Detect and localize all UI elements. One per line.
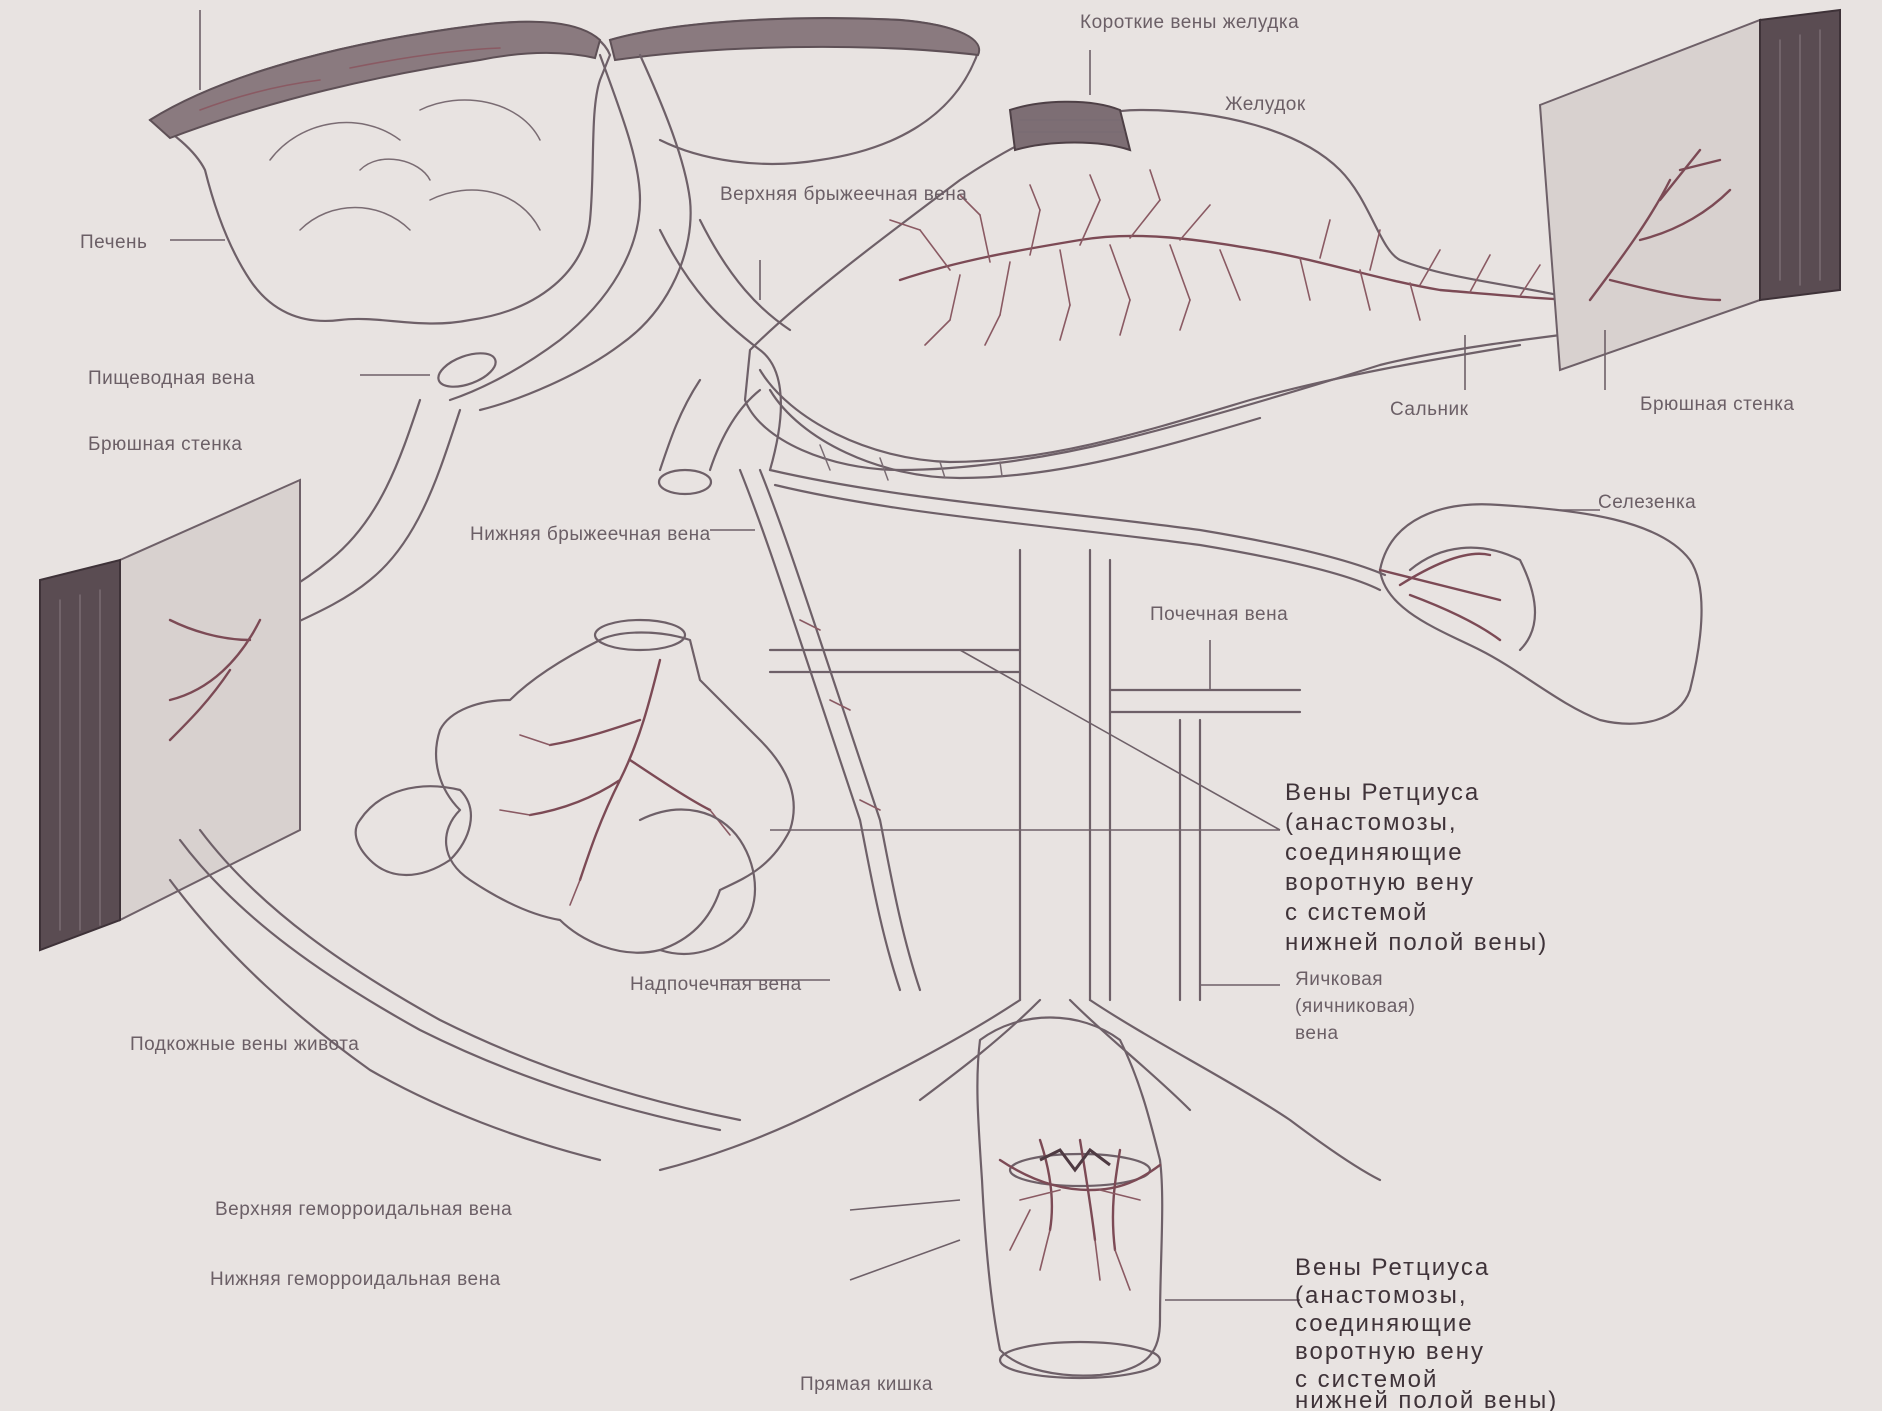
svg-text:(анастомозы,: (анастомозы, bbox=[1285, 809, 1458, 836]
label-abdominal-wall-left: Брюшная стенка bbox=[88, 434, 243, 455]
svg-text:Вены Ретциуса: Вены Ретциуса bbox=[1295, 1254, 1490, 1281]
svg-text:соединяющие: соединяющие bbox=[1285, 839, 1464, 866]
label-omentum: Сальник bbox=[1390, 399, 1469, 420]
svg-text:(яичниковая): (яичниковая) bbox=[1295, 996, 1415, 1017]
label-liver: Печень bbox=[80, 232, 147, 253]
svg-text:вена: вена bbox=[1295, 1023, 1339, 1044]
svg-text:воротную вену: воротную вену bbox=[1285, 869, 1475, 896]
label-short-gastric-veins: Короткие вены желудка bbox=[1080, 12, 1299, 33]
svg-text:Вены Ретциуса: Вены Ретциуса bbox=[1285, 779, 1480, 806]
svg-text:воротную вену: воротную вену bbox=[1295, 1338, 1485, 1365]
svg-text:Яичковая: Яичковая bbox=[1295, 969, 1383, 990]
label-spleen: Селезенка bbox=[1598, 492, 1696, 513]
label-renal-vein: Почечная вена bbox=[1150, 604, 1288, 625]
label-stomach: Желудок bbox=[1225, 94, 1306, 115]
label-abdominal-wall-right: Брюшная стенка bbox=[1640, 394, 1795, 415]
svg-text:с системой: с системой bbox=[1285, 899, 1428, 926]
label-inferior-mesenteric-vein: Нижняя брыжеечная вена bbox=[470, 524, 711, 545]
svg-text:соединяющие: соединяющие bbox=[1295, 1310, 1474, 1337]
svg-text:нижней полой вены): нижней полой вены) bbox=[1285, 929, 1548, 956]
label-esophageal-vein: Пищеводная вена bbox=[88, 368, 255, 389]
label-superior-hemorrhoidal-vein: Верхняя геморроидальная вена bbox=[215, 1199, 512, 1220]
label-inferior-hemorrhoidal-vein: Нижняя геморроидальная вена bbox=[210, 1269, 501, 1290]
label-adrenal-vein: Надпочечная вена bbox=[630, 974, 802, 995]
svg-text:(анастомозы,: (анастомозы, bbox=[1295, 1282, 1468, 1309]
svg-text:нижней полой вены): нижней полой вены) bbox=[1295, 1387, 1558, 1411]
label-paraumbilical-veins: Подкожные вены живота bbox=[130, 1034, 359, 1055]
label-superior-mesenteric-vein: Верхняя брыжеечная вена bbox=[720, 184, 967, 205]
label-rectum: Прямая кишка bbox=[800, 1374, 933, 1395]
